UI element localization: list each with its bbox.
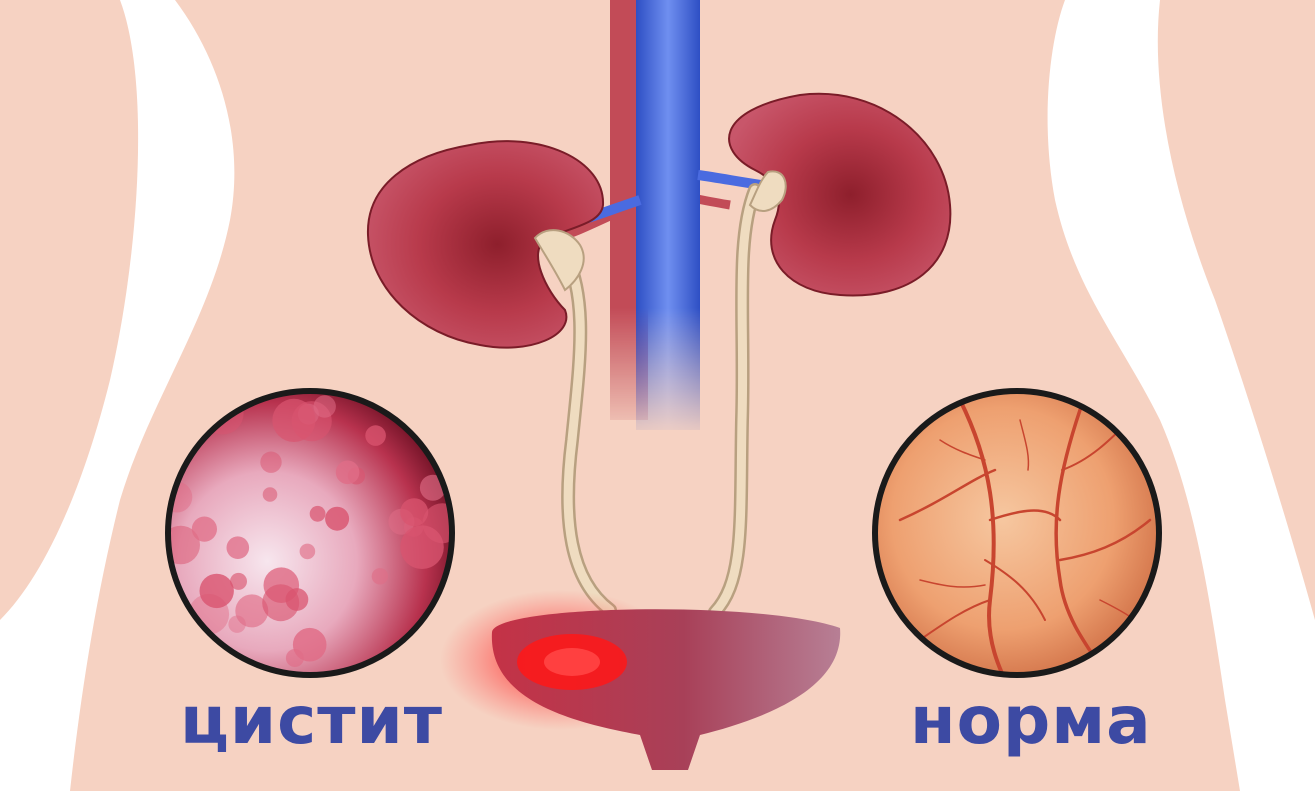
inflamed-spot — [272, 399, 315, 442]
inflamed-spot — [300, 544, 316, 560]
label-cystitis: цистит — [180, 688, 443, 754]
inflamed-spot — [192, 517, 217, 542]
inflamed-spot — [372, 568, 388, 584]
inflamed-spot — [260, 452, 281, 473]
inflamed-spot — [400, 525, 444, 569]
inflamed-spot — [400, 498, 428, 526]
inflamed-spot — [336, 461, 360, 485]
inflamed-spot — [325, 507, 349, 531]
inflamed-spot — [263, 487, 278, 502]
inflamed-spot — [200, 574, 234, 608]
inflamed-spot — [228, 616, 245, 633]
inflamed-spot — [262, 584, 299, 621]
inflamed-spot — [293, 628, 327, 662]
inflamed-spot — [227, 536, 250, 559]
inflamed-spot — [365, 425, 386, 446]
inflamed-spot — [310, 506, 326, 522]
label-normal: норма — [910, 688, 1152, 754]
